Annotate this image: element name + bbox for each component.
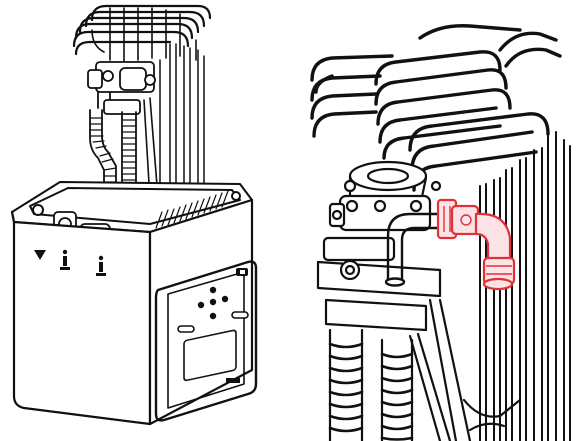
warning-icon xyxy=(34,250,46,260)
right-elbow-pipe xyxy=(384,212,442,287)
down-button[interactable] xyxy=(209,312,217,320)
right-button[interactable] xyxy=(221,295,229,303)
up-button[interactable] xyxy=(209,286,217,294)
right-valve-housing xyxy=(316,160,442,332)
info-icon xyxy=(96,255,106,276)
right-coil-assembly xyxy=(310,24,562,192)
left-box-body xyxy=(10,198,254,426)
right-corrugated-hoses xyxy=(328,298,522,441)
brand-mark xyxy=(226,378,240,383)
left-valve-block xyxy=(87,61,156,115)
center-button[interactable] xyxy=(209,298,217,306)
info-icon xyxy=(60,249,70,270)
elbow-fitting-highlight xyxy=(436,198,516,291)
left-view-device xyxy=(10,4,258,426)
left-control-panel xyxy=(154,260,258,422)
left-corrugated-hoses xyxy=(89,97,159,205)
left-coil-assembly xyxy=(72,4,212,211)
right-softkey[interactable] xyxy=(231,311,249,319)
right-view-closeup xyxy=(310,24,571,441)
left-softkey[interactable] xyxy=(177,325,195,333)
left-button[interactable] xyxy=(197,301,205,309)
